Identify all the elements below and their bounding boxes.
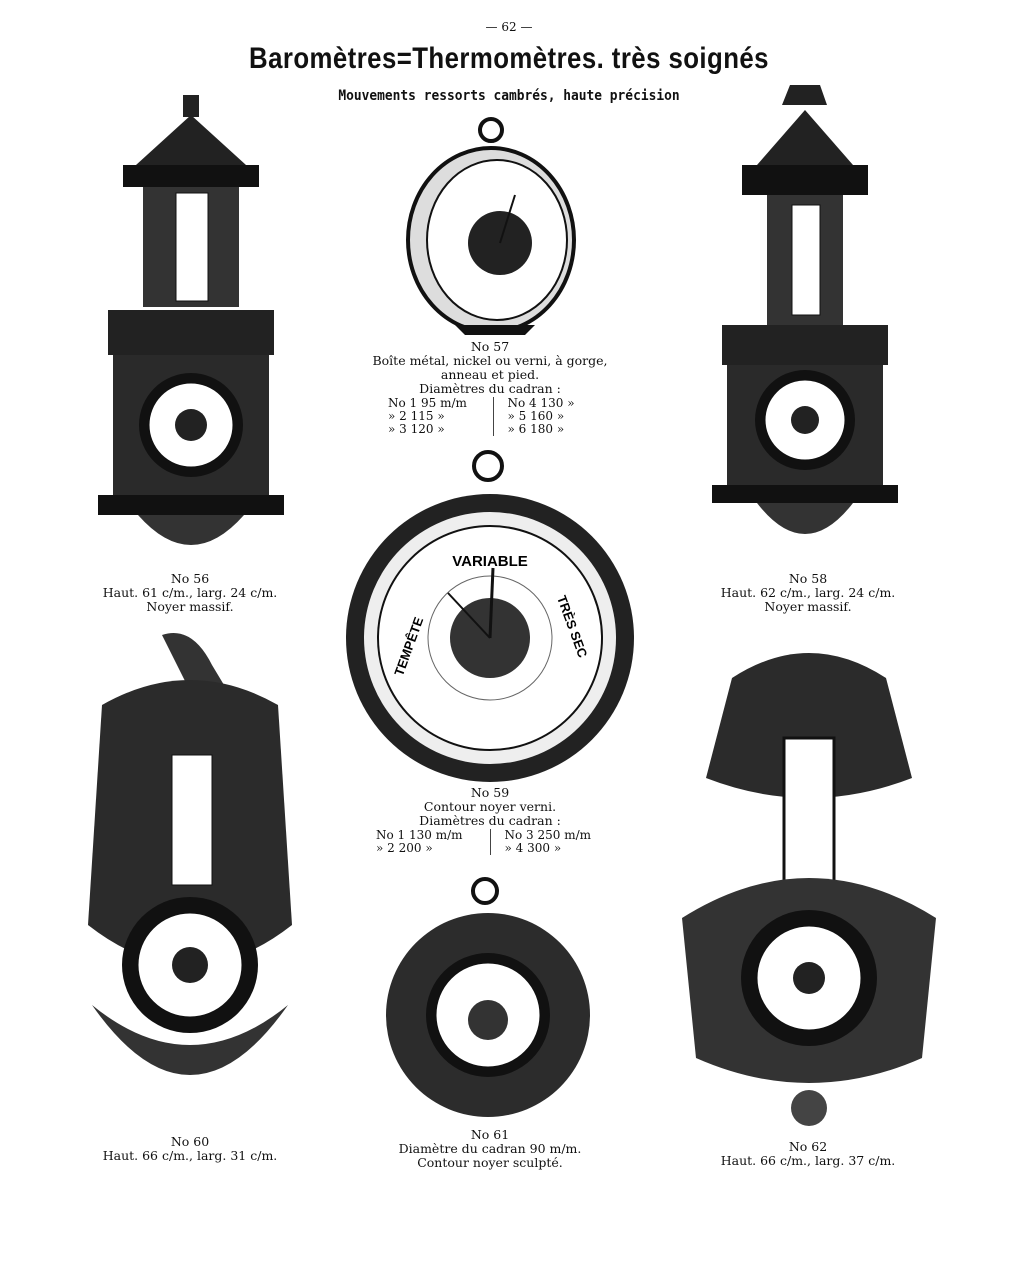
barometer-61-illustration (386, 877, 590, 1117)
item-number: No 56 (170, 571, 210, 586)
barometer-56-illustration (98, 95, 284, 545)
description-line: Noyer massif. (146, 599, 234, 614)
description-line: Haut. 66 c/m., larg. 31 c/m. (102, 1148, 278, 1163)
description-line: anneau et pied. (440, 367, 540, 382)
barometer-62-illustration (682, 653, 936, 1126)
barometer-58-illustration (712, 85, 898, 534)
description-line: Contour noyer sculpté. (417, 1155, 563, 1170)
diam-row: » 6 180 » (507, 422, 565, 436)
description-line: Diamètre du cadran 90 m/m. (398, 1141, 582, 1156)
diameters-title: Diamètres du cadran : (419, 813, 561, 828)
diam-row: No 1 95 m/m (388, 396, 467, 410)
divider (489, 829, 491, 855)
barometer-59-illustration: VARIABLE TEMPÊTE TRÈS SEC (346, 450, 634, 782)
caption-58: No 58 Haut. 62 c/m., larg. 24 c/m. Noyer… (708, 572, 908, 614)
diam-row: » 2 115 » (388, 409, 445, 423)
item-number: No 61 (470, 1127, 510, 1142)
page-subtitle: Mouvements ressorts cambrés, haute préci… (338, 88, 680, 104)
divider (492, 397, 494, 436)
barometer-57-illustration (406, 117, 576, 335)
diam-row: » 5 160 » (507, 409, 565, 423)
caption-62: No 62 Haut. 66 c/m., larg. 37 c/m. (708, 1140, 908, 1168)
caption-59: No 59 Contour noyer verni. Diamètres du … (340, 786, 640, 855)
diam-row: » 3 120 » (388, 422, 445, 436)
diam-row: » 4 300 » (504, 841, 562, 855)
item-number: No 58 (788, 571, 828, 586)
diameters-table: No 1 95 m/m» 2 115 »» 3 120 » No 4 130 »… (388, 397, 598, 436)
diam-row: No 3 250 m/m (504, 828, 592, 842)
diam-row: No 4 130 » (507, 396, 575, 410)
caption-61: No 61 Diamètre du cadran 90 m/m. Contour… (340, 1128, 640, 1170)
dial-label-variable: VARIABLE (452, 553, 528, 570)
description-line: Haut. 62 c/m., larg. 24 c/m. (720, 585, 896, 600)
diam-row: » 2 200 » (376, 841, 433, 855)
description-line: Haut. 66 c/m., larg. 37 c/m. (720, 1153, 896, 1168)
page-number: — 62 — (485, 20, 533, 34)
description-line: Haut. 61 c/m., larg. 24 c/m. (102, 585, 278, 600)
item-number: No 59 (470, 785, 510, 800)
page-title: Baromètres=Thermomètres. très soignés (249, 42, 769, 75)
caption-56: No 56 Haut. 61 c/m., larg. 24 c/m. Noyer… (90, 572, 290, 614)
caption-57: No 57 Boîte métal, nickel ou verni, à go… (340, 340, 640, 436)
diameters-title: Diamètres du cadran : (419, 381, 561, 396)
item-number: No 62 (788, 1139, 828, 1154)
item-number: No 60 (170, 1134, 210, 1149)
caption-60: No 60 Haut. 66 c/m., larg. 31 c/m. (90, 1135, 290, 1163)
description-line: Boîte métal, nickel ou verni, à gorge, (372, 353, 608, 368)
diameters-table: No 1 130 m/m» 2 200 » No 3 250 m/m» 4 30… (376, 829, 604, 855)
description-line: Noyer massif. (764, 599, 852, 614)
barometer-60-illustration (88, 633, 292, 1075)
item-number: No 57 (470, 339, 510, 354)
description-line: Contour noyer verni. (423, 799, 557, 814)
diam-row: No 1 130 m/m (376, 828, 463, 842)
